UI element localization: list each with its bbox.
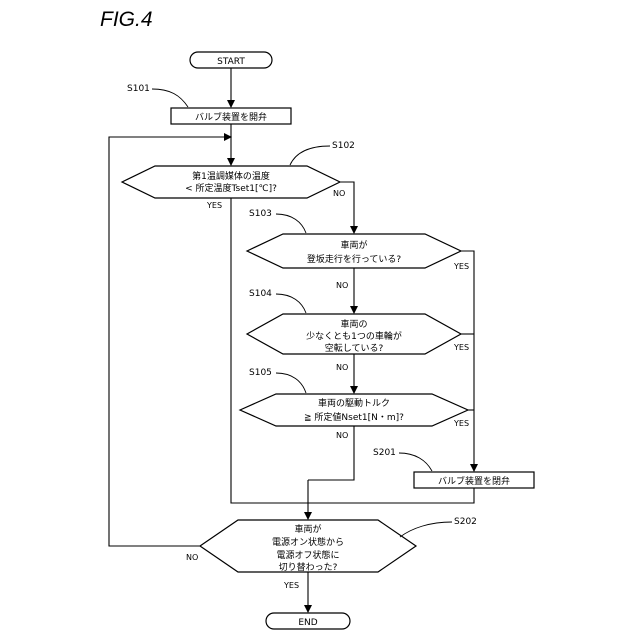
s201-leader-line [399, 453, 432, 471]
step-s101-box: バルブ装置を開弁 [171, 108, 291, 124]
flow-yes-to-s201 [461, 251, 474, 471]
s105-line-1: 車両の駆動トルク [318, 397, 390, 409]
s102-leader-line [290, 146, 330, 165]
start-terminal: START [190, 52, 272, 68]
s104-line-2: 少なくとも1つの車輪が [306, 330, 402, 342]
s103-yes-label: YES [453, 262, 469, 271]
s104-id: S104 [249, 289, 272, 299]
s202-line-2: 電源オン状態から [272, 536, 344, 548]
s201-text: バルブ装置を閉弁 [438, 475, 510, 487]
s104-line-3: 空転している? [325, 342, 384, 354]
s102-id: S102 [332, 141, 355, 151]
s101-text: バルブ装置を開弁 [195, 111, 267, 123]
s105-line-2: ≧ 所定値Nset1[N・m]? [304, 411, 404, 423]
s201-id: S201 [373, 448, 396, 458]
s202-leader-line [400, 522, 452, 537]
s104-leader-line [276, 294, 306, 313]
s105-no-label: NO [336, 431, 348, 440]
s102-yes-label: YES [206, 201, 222, 210]
s102-no-label: NO [333, 189, 345, 198]
s103-id: S103 [249, 209, 272, 219]
step-s104-decision: 車両の 少なくとも1つの車輪が 空転している? [247, 314, 461, 354]
s105-leader-line [276, 373, 306, 393]
start-label: START [217, 57, 245, 67]
s202-id: S202 [454, 517, 477, 527]
s105-id: S105 [249, 368, 272, 378]
s105-yes-label: YES [453, 419, 469, 428]
step-s102-decision: 第1温調媒体の温度 < 所定温度Tset1[℃]? [122, 166, 340, 198]
s104-no-label: NO [336, 363, 348, 372]
s103-line-2: 登坂走行を行っている? [307, 253, 402, 265]
step-s202-decision: 車両が 電源オン状態から 電源オフ状態に 切り替わった? [200, 520, 416, 573]
s202-line-1: 車両が [294, 523, 321, 535]
step-s105-decision: 車両の駆動トルク ≧ 所定値Nset1[N・m]? [240, 394, 468, 426]
s101-leader-line [152, 89, 188, 107]
s104-yes-label: YES [453, 343, 469, 352]
s101-id: S101 [127, 84, 150, 94]
step-s201-box: バルブ装置を閉弁 [414, 472, 534, 488]
s102-line-1: 第1温調媒体の温度 [192, 170, 270, 182]
s103-leader-line [276, 214, 306, 233]
step-s103-decision: 車両が 登坂走行を行っている? [247, 234, 461, 268]
flow-s201-to-merge [308, 488, 474, 503]
figure-label: FIG.4 [100, 8, 153, 31]
s103-no-label: NO [336, 281, 348, 290]
s202-no-label: NO [186, 553, 198, 562]
end-label: END [298, 618, 317, 628]
s202-line-3: 電源オフ状態に [276, 549, 339, 561]
s102-line-2: < 所定温度Tset1[℃]? [185, 182, 277, 194]
s104-line-1: 車両の [340, 318, 367, 330]
s202-yes-label: YES [283, 581, 299, 590]
s202-line-4: 切り替わった? [279, 561, 338, 573]
end-terminal: END [266, 613, 350, 629]
s103-line-1: 車両が [340, 239, 367, 251]
